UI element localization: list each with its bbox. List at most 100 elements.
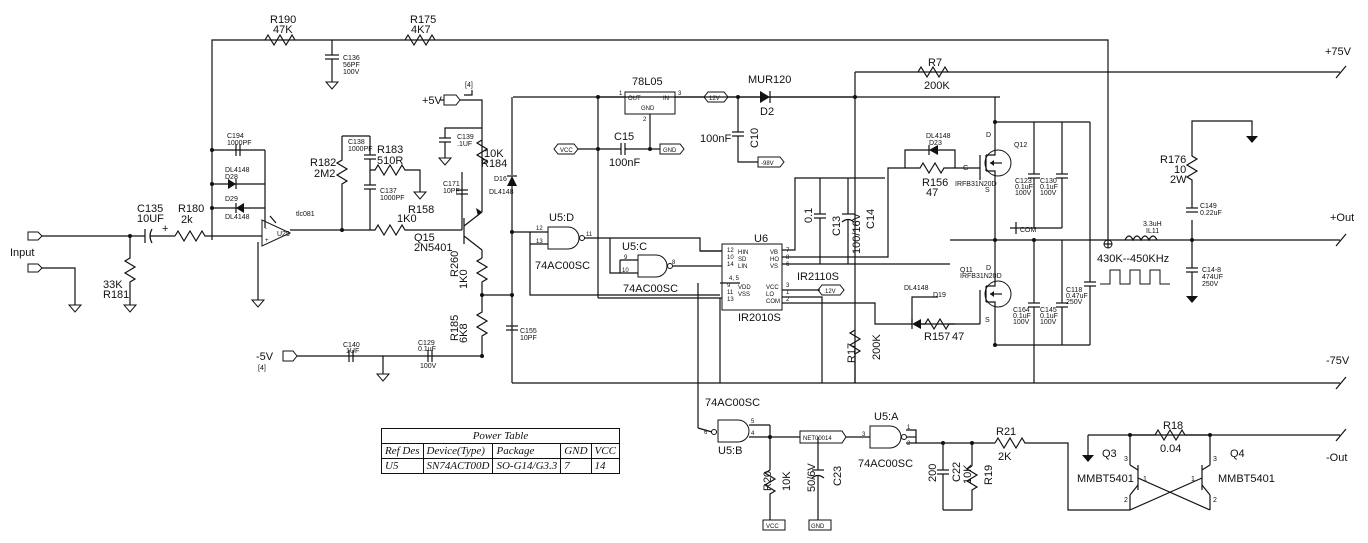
svg-text:D29: D29 [225,196,238,203]
capacitor-c140: C140 1UF [343,342,360,362]
port-plus-out[interactable]: +Out [1330,212,1354,247]
rail-minus5[interactable]: -5V [4] [256,350,482,372]
cell-package: SO-G14/G3.3 [492,458,562,474]
svg-text:R184: R184 [481,158,507,170]
svg-text:200: 200 [927,464,939,482]
diode-d2: MUR120 D2 [728,74,857,118]
svg-text:C22: C22 [951,462,963,482]
svg-text:GND: GND [663,148,677,154]
diode-d19: DL4148 D19 [840,285,955,329]
capacitor-bank-low: C164 0.1uF 100V C145 0.1uF 100V C118 0.4… [993,122,1096,383]
capacitor-c155: C155 10PF [506,325,537,342]
svg-text:0.04: 0.04 [1160,443,1181,455]
svg-text:C140: C140 [343,342,360,349]
svg-text:C155: C155 [520,328,537,335]
power-table-title: Power Table [381,428,620,444]
svg-text:47K: 47K [273,24,293,36]
svg-text:3.3uH: 3.3uH [1143,221,1162,228]
rail-minus75[interactable]: -75V [1326,355,1350,390]
svg-text:78L05: 78L05 [632,76,663,88]
svg-text:DL4148: DL4148 [225,214,250,221]
svg-text:R7: R7 [928,57,942,69]
current-sense: R18 0.04 -Out [1082,420,1347,464]
cell-device: SN74ACT00D [422,458,494,474]
svg-text:C145: C145 [1040,307,1057,314]
regulator-78l05: 78L05 OUT IN GND 1 3 2 [596,76,720,299]
svg-text:100V: 100V [420,363,437,370]
svg-text:2M2: 2M2 [314,168,335,180]
svg-text:VSS: VSS [738,292,750,298]
svg-text:U5:C: U5:C [622,241,647,253]
svg-text:7: 7 [786,248,790,254]
svg-text:56PF: 56PF [343,62,360,69]
transistor-q3: 3 1 2 Q3 MMBT5401 [1077,435,1211,511]
svg-text:14: 14 [727,262,734,268]
svg-text:4: 4 [751,431,755,437]
svg-text:[4]: [4] [465,82,473,89]
svg-text:100V: 100V [1015,190,1032,197]
svg-text:250V: 250V [1066,299,1083,306]
svg-text:Q11: Q11 [960,267,973,274]
svg-text:3: 3 [678,91,682,97]
svg-text:R158: R158 [408,204,434,216]
svg-text:Q3: Q3 [1102,448,1117,460]
diode-d16: D16 DL4148 [489,97,517,383]
svg-text:R18: R18 [1163,420,1183,432]
svg-text:1K0: 1K0 [397,213,417,225]
svg-text:R19: R19 [983,465,995,485]
capacitor-c138: C138 1000PF [348,136,376,185]
inductor-l11: 3.3uH IL11 [1124,221,1194,242]
svg-text:11: 11 [586,232,593,238]
svg-text:100V: 100V [1013,319,1030,326]
svg-text:9: 9 [624,255,628,261]
net-12v-top: 12V [703,91,729,103]
svg-text:-75V: -75V [1326,355,1350,367]
label-ir2110s: IR2110S [797,271,839,283]
input-port[interactable]: Input [10,231,145,313]
svg-text:U5:A: U5:A [874,411,899,423]
capacitor-c23: 50/6V C23 [806,437,844,520]
capacitor-c22: 200 C22 [927,441,972,511]
svg-text:250V: 250V [1202,281,1219,288]
net-gnd-bottom: GND [808,519,832,531]
resistor-r180: R180 2k [174,203,262,243]
capacitor-c171: C171 10PF [443,172,468,230]
power-table: Power Table Ref Des Device(Type) Package… [381,428,620,474]
svg-text:-5V: -5V [256,351,274,363]
net-12v-driver: 12V [817,284,845,296]
rail-plus5[interactable]: [4] +5V [422,82,483,200]
svg-text:R157: R157 [924,331,950,343]
svg-text:200K: 200K [871,334,883,360]
svg-text:MUR120: MUR120 [748,74,791,86]
svg-text:C10: C10 [749,128,761,148]
header-device: Device(Type) [422,443,494,459]
svg-text:IR2010S: IR2010S [738,312,781,324]
svg-text:100V: 100V [1040,190,1057,197]
svg-text:C123: C123 [1015,178,1032,185]
svg-text:0.1uF: 0.1uF [418,346,436,353]
svg-text:1: 1 [786,290,790,296]
resistor-r182: R182 2M2 [310,135,370,232]
capacitor-c135: C135 10UF + [137,203,175,244]
svg-text:6: 6 [704,430,708,436]
svg-text:R156: R156 [922,177,948,189]
cell-gnd: 7 [560,458,592,474]
svg-text:10UF: 10UF [137,213,164,225]
svg-text:2W: 2W [1170,174,1187,186]
resistor-r19: 10K R19 [962,441,995,510]
svg-text:10K: 10K [781,471,793,491]
svg-text:R260: R260 [449,251,461,277]
svg-text:74AC00SC: 74AC00SC [623,283,678,295]
svg-text:C137: C137 [380,188,397,195]
capacitor-bank-high: C123 0.1uF 100V C130 0.1uF 100V COM [993,120,1090,234]
svg-text:8: 8 [786,255,790,261]
svg-text:GND: GND [641,106,655,112]
header-vcc: VCC [590,443,620,459]
svg-text:0.22uF: 0.22uF [1200,210,1222,217]
transistor-q4: 3 1 2 Q4 MMBT5401 [1129,435,1275,511]
rail-plus75[interactable]: +75V [1325,46,1352,79]
svg-text:-: - [265,226,267,232]
svg-text:47: 47 [952,331,964,343]
resistor-r7: R7 200K [917,57,950,92]
freq-annotation: 430K--450KHz [1097,253,1170,285]
